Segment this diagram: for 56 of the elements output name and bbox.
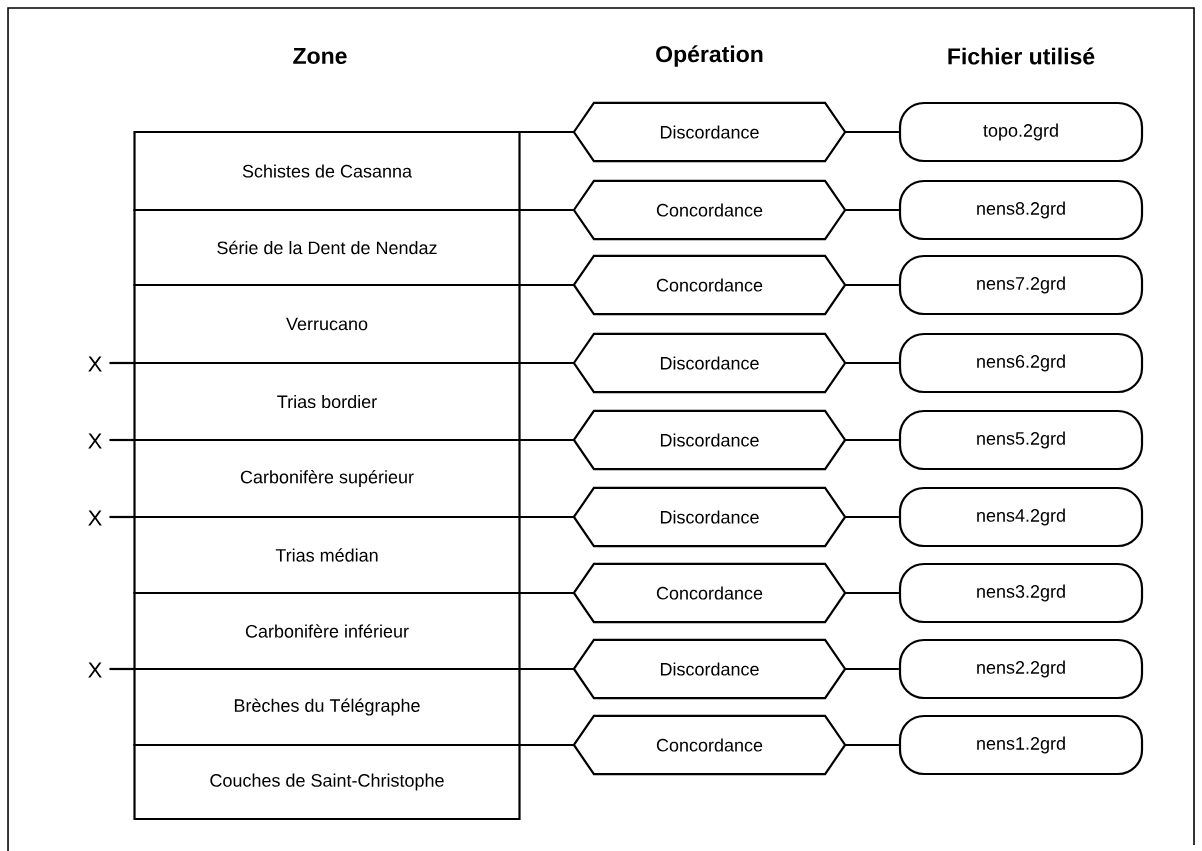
zone-cell: Trias médian xyxy=(133,515,521,595)
operation-hexagon: Discordance xyxy=(572,409,847,471)
zone-cell: Schistes de Casanna xyxy=(133,130,521,212)
connector-line xyxy=(109,667,135,671)
zone-cell: Carbonifère supérieur xyxy=(133,438,521,519)
connector-line xyxy=(519,438,574,442)
connector-line xyxy=(109,361,135,365)
connector-line xyxy=(519,361,574,365)
connector-line xyxy=(519,743,574,747)
operation-hexagon: Concordance xyxy=(572,714,847,776)
column-heading: Opération xyxy=(656,45,763,67)
operation-hexagon: Concordance xyxy=(572,179,847,241)
file-box: nens2.2grd xyxy=(898,638,1144,700)
connector-line xyxy=(845,667,899,671)
connector-line xyxy=(519,515,574,519)
file-box: topo.2grd xyxy=(898,101,1144,163)
file-box: nens7.2grd xyxy=(898,254,1144,316)
connector-line xyxy=(845,283,899,287)
operation-hexagon: Discordance xyxy=(572,332,847,394)
connector-line xyxy=(519,208,574,212)
file-box: nens8.2grd xyxy=(898,179,1144,241)
connector-line xyxy=(845,130,899,134)
x-mark: X xyxy=(88,662,102,678)
connector-line xyxy=(845,438,899,442)
connector-line xyxy=(519,591,574,595)
zone-cell: Carbonifère inférieur xyxy=(133,591,521,671)
x-mark: X xyxy=(88,356,102,372)
connector-line xyxy=(845,208,899,212)
zone-cell: Trias bordier xyxy=(133,361,521,442)
file-box: nens4.2grd xyxy=(898,486,1144,548)
operation-hexagon: Discordance xyxy=(572,638,847,700)
zone-cell: Couches de Saint-Christophe xyxy=(133,743,521,821)
connector-line xyxy=(109,438,135,442)
zone-cell: Brèches du Télégraphe xyxy=(133,667,521,747)
zone-cell: Série de la Dent de Nendaz xyxy=(133,208,521,287)
column-heading: Zone xyxy=(293,47,347,64)
connector-line xyxy=(845,591,899,595)
x-mark: X xyxy=(88,433,102,449)
connector-line xyxy=(519,667,574,671)
column-heading: Fichier utilisé xyxy=(948,47,1095,65)
operation-hexagon: Concordance xyxy=(572,562,847,624)
file-box: nens1.2grd xyxy=(898,714,1144,776)
file-box: nens3.2grd xyxy=(898,562,1144,624)
connector-line xyxy=(519,130,574,134)
connector-line xyxy=(845,743,899,747)
connector-line xyxy=(519,283,574,287)
operation-hexagon: Discordance xyxy=(572,486,847,548)
connector-line xyxy=(109,515,135,519)
file-box: nens6.2grd xyxy=(898,332,1144,394)
operation-hexagon: Concordance xyxy=(572,254,847,316)
file-box: nens5.2grd xyxy=(898,409,1144,471)
connector-line xyxy=(845,361,899,365)
connector-line xyxy=(845,515,899,519)
zone-cell: Verrucano xyxy=(133,283,521,365)
x-mark: X xyxy=(88,510,102,526)
operation-hexagon: Discordance xyxy=(572,101,847,163)
